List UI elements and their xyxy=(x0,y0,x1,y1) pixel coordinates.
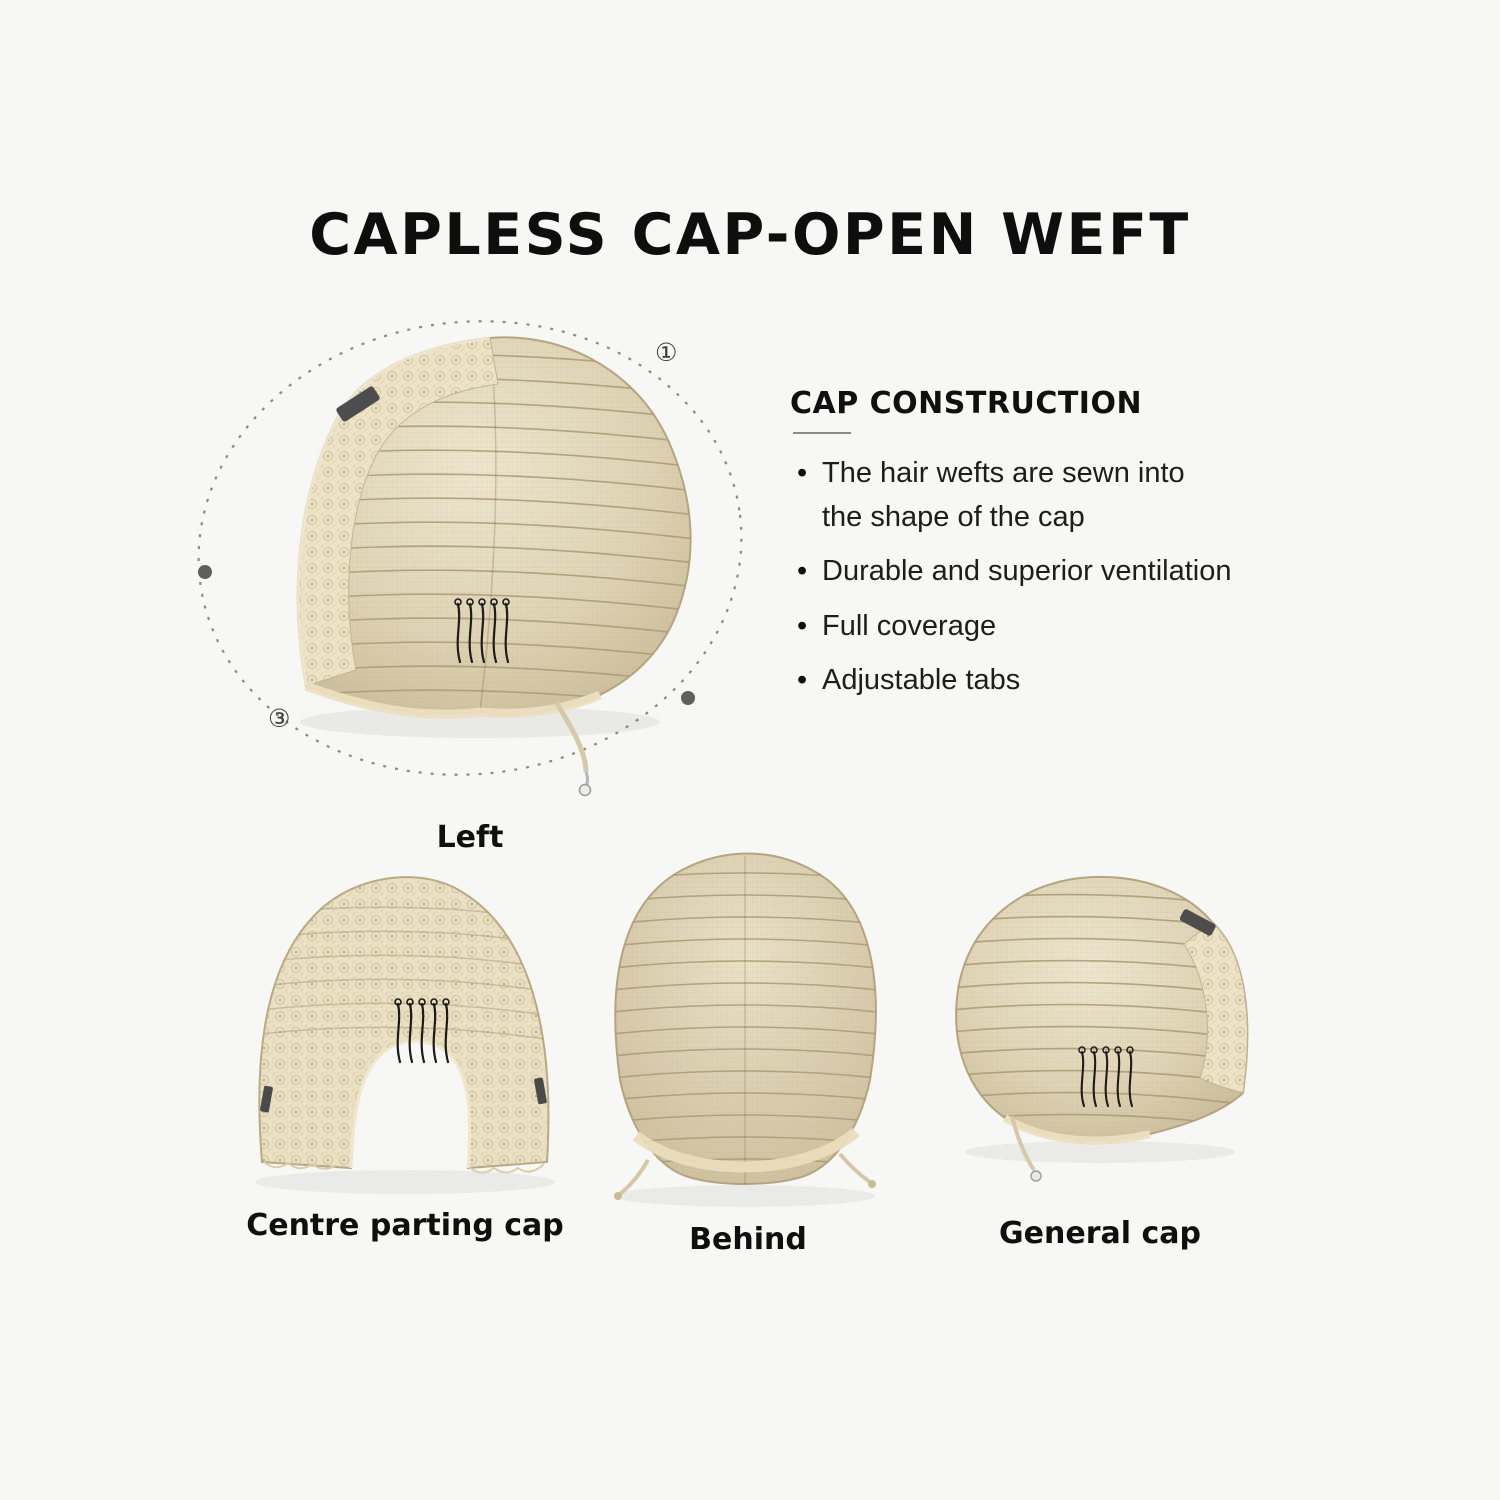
bullet-item: Durable and superior ventilation xyxy=(795,550,1335,594)
bullet-text: The hair wefts are sewn into the shape o… xyxy=(822,457,1185,533)
bottom-hem xyxy=(304,681,602,719)
dark-tab-right xyxy=(534,1077,547,1105)
bullet-text: Adjustable tabs xyxy=(822,664,1021,696)
bottom-hem xyxy=(632,1127,860,1173)
construction-bullet-list: The hair wefts are sewn into the shape o… xyxy=(795,452,1335,714)
wig-comb xyxy=(394,998,450,1064)
cap-construction-heading: CAP CONSTRUCTION xyxy=(790,386,1143,421)
wig-comb xyxy=(454,598,510,664)
adjustable-strap xyxy=(1010,1115,1042,1182)
bullet-item: Adjustable tabs xyxy=(795,659,1335,703)
weft-rows xyxy=(956,893,1248,1129)
dashed-outline xyxy=(197,320,743,776)
weft-rows xyxy=(259,906,549,1042)
cap-shadow xyxy=(255,1170,555,1194)
dark-tab-left xyxy=(260,1085,273,1113)
bottom-hem xyxy=(1002,1114,1151,1145)
cap-shadow xyxy=(615,1185,875,1207)
heading-divider xyxy=(793,432,851,434)
cap-centre-parting-view xyxy=(255,876,555,1194)
page-title: CAPLESS CAP-OPEN WEFT xyxy=(309,202,1191,268)
outline-dot-left xyxy=(198,565,212,579)
bullet-text: Full coverage xyxy=(822,609,997,642)
adjustable-strap xyxy=(553,700,592,797)
cap-shadow xyxy=(965,1141,1235,1163)
cap-general-view xyxy=(955,875,1249,1182)
adjustable-strap-right xyxy=(838,1152,876,1188)
outline-dot-bottom-right xyxy=(681,691,695,705)
label-centre-parting-cap: Centre parting cap xyxy=(246,1208,564,1243)
adjustable-strap-left xyxy=(614,1159,650,1200)
label-general-cap: General cap xyxy=(999,1216,1201,1251)
bullet-item: The hair wefts are sewn into the shape o… xyxy=(795,452,1335,539)
cap-left-view xyxy=(296,336,692,797)
lace-front-panel xyxy=(296,336,499,687)
marker-1-badge: ① xyxy=(655,338,678,367)
weft-rows xyxy=(615,856,876,1184)
bottom-scallops xyxy=(263,1161,545,1174)
bullet-item: Full coverage xyxy=(795,605,1335,649)
lace-front-panel xyxy=(1183,921,1248,1094)
cap-behind-view xyxy=(614,852,877,1207)
label-left-view: Left xyxy=(436,820,504,855)
dark-tab xyxy=(1179,909,1216,936)
bullet-text: Durable and superior ventilation xyxy=(822,555,1232,587)
marker-3-badge: ③ xyxy=(268,704,291,733)
wig-comb xyxy=(1078,1046,1134,1108)
inner-arch-edge xyxy=(349,1039,472,1169)
dark-tab xyxy=(336,386,380,422)
label-behind: Behind xyxy=(689,1222,807,1257)
